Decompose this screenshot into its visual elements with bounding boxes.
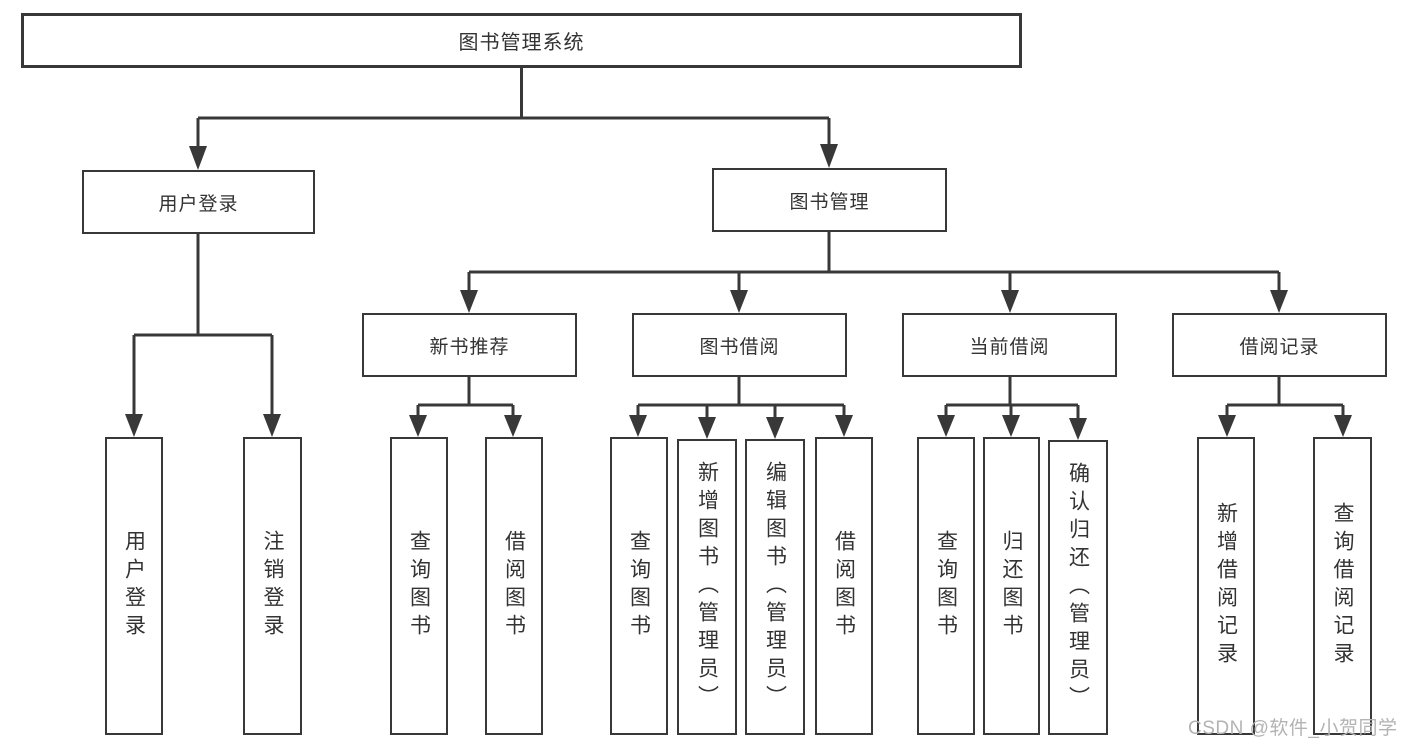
node-label: 图书借阅 bbox=[699, 336, 780, 358]
leaf-label: 确认归还（管理员） bbox=[1066, 461, 1090, 714]
leaf-label: 查询图书 bbox=[934, 530, 958, 642]
node-book-borrowing: 图书借阅 bbox=[632, 313, 847, 377]
node-label: 当前借阅 bbox=[969, 336, 1050, 358]
node-book-management: 图书管理 bbox=[712, 168, 947, 232]
leaf-query-borrow-record: 查询借阅记录 bbox=[1313, 437, 1372, 735]
leaf-borrow-books-recommend: 借阅图书 bbox=[485, 437, 543, 735]
node-label: 新书推荐 bbox=[429, 336, 510, 358]
leaf-add-books-admin: 新增图书（管理员） bbox=[677, 439, 737, 735]
node-label: 图书管理系统 bbox=[458, 32, 585, 54]
leaf-label: 归还图书 bbox=[1000, 530, 1023, 642]
node-new-book-recommend: 新书推荐 bbox=[362, 313, 577, 377]
leaf-query-books-borrowing: 查询图书 bbox=[610, 437, 668, 735]
node-user-login: 用户登录 bbox=[82, 170, 315, 234]
csdn-watermark: CSDN @软件_小贺同学 bbox=[1188, 718, 1398, 739]
node-library-management-system: 图书管理系统 bbox=[21, 13, 1022, 68]
leaf-add-borrow-record: 新增借阅记录 bbox=[1197, 437, 1255, 735]
leaf-query-books-current: 查询图书 bbox=[917, 437, 975, 735]
leaf-label: 查询图书 bbox=[627, 530, 651, 642]
leaf-label: 新增图书（管理员） bbox=[695, 461, 719, 713]
node-label: 借阅记录 bbox=[1239, 336, 1320, 358]
leaf-borrow-books: 借阅图书 bbox=[815, 437, 873, 735]
leaf-query-books-recommend: 查询图书 bbox=[390, 437, 448, 735]
leaf-return-books: 归还图书 bbox=[983, 437, 1040, 735]
leaf-logout: 注销登录 bbox=[243, 437, 302, 735]
leaf-label: 编辑图书（管理员） bbox=[763, 461, 787, 713]
node-borrowing-records: 借阅记录 bbox=[1172, 313, 1387, 377]
node-label: 用户登录 bbox=[158, 193, 239, 215]
node-current-borrowing: 当前借阅 bbox=[902, 313, 1117, 377]
leaf-label: 借阅图书 bbox=[832, 530, 856, 642]
leaf-label: 新增借阅记录 bbox=[1214, 502, 1238, 670]
leaf-label: 查询图书 bbox=[407, 530, 431, 642]
leaf-label: 借阅图书 bbox=[502, 530, 526, 642]
leaf-label: 注销登录 bbox=[261, 530, 284, 642]
node-label: 图书管理 bbox=[789, 191, 870, 213]
leaf-label: 查询借阅记录 bbox=[1331, 502, 1354, 670]
leaf-label: 用户登录 bbox=[122, 530, 146, 642]
leaf-user-login: 用户登录 bbox=[105, 437, 163, 735]
leaf-confirm-return-admin: 确认归还（管理员） bbox=[1048, 440, 1108, 735]
leaf-edit-books-admin: 编辑图书（管理员） bbox=[745, 439, 805, 735]
